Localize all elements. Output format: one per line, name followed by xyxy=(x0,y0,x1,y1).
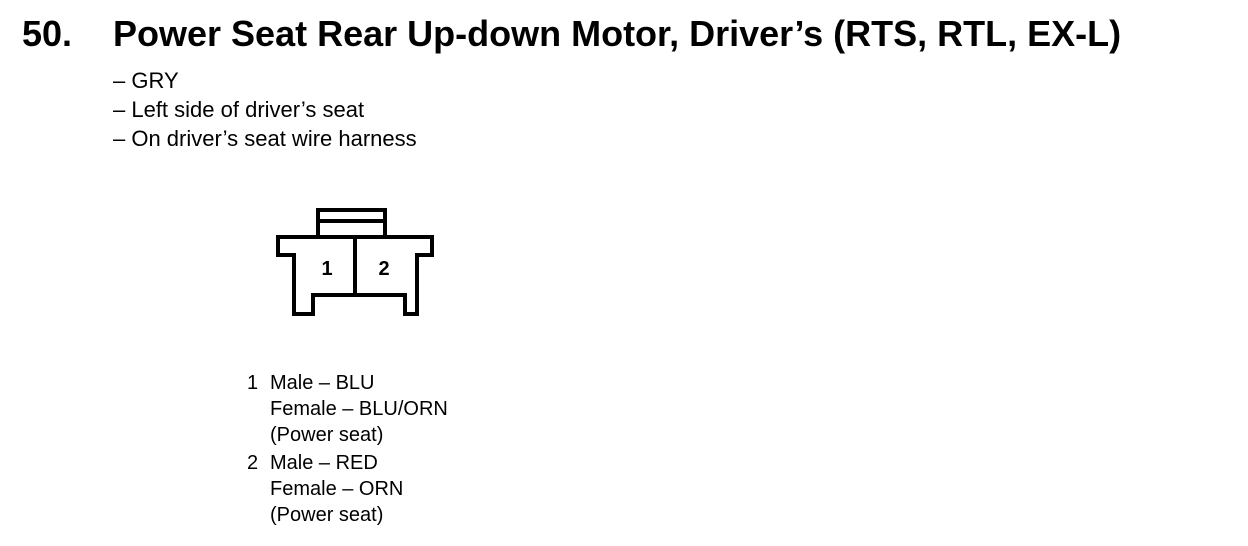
pin-assignments: 1 Male – BLU Female – BLU/ORN (Power sea… xyxy=(247,370,448,530)
section-title: Power Seat Rear Up-down Motor, Driver’s … xyxy=(113,13,1122,54)
pin-circuit: (Power seat) xyxy=(270,504,384,526)
pin-entry-1: 1 Male – BLU Female – BLU/ORN (Power sea… xyxy=(247,370,448,448)
cavity-label-1: 1 xyxy=(321,258,332,280)
pin-female-wire: Female – BLU/ORN xyxy=(270,398,448,420)
note-harness: – On driver’s seat wire harness xyxy=(113,126,417,151)
pin-male-wire: Male – RED xyxy=(270,452,378,474)
pin-female-wire: Female – ORN xyxy=(270,478,404,500)
connector-diagram: 1 2 xyxy=(270,202,440,332)
note-location: – Left side of driver’s seat xyxy=(113,97,365,122)
connector-housing xyxy=(276,235,434,316)
pin-male-wire: Male – BLU xyxy=(270,372,375,394)
pin-number: 2 xyxy=(247,452,259,474)
section-heading: 50. Power Seat Rear Up-down Motor, Driver… xyxy=(22,12,1121,56)
connector-notes: – GRY – Left side of driver’s seat – On … xyxy=(113,66,417,153)
pin-entry-2: 2 Male – RED Female – ORN (Power seat) xyxy=(247,450,448,528)
cavity-label-2: 2 xyxy=(378,258,389,280)
pin-circuit: (Power seat) xyxy=(270,424,384,446)
connector-lock-tab xyxy=(316,208,387,237)
section-number: 50. xyxy=(22,13,73,54)
note-color: – GRY xyxy=(113,68,179,93)
connector-face-icon: 1 2 xyxy=(276,208,434,316)
pin-number: 1 xyxy=(247,372,259,394)
